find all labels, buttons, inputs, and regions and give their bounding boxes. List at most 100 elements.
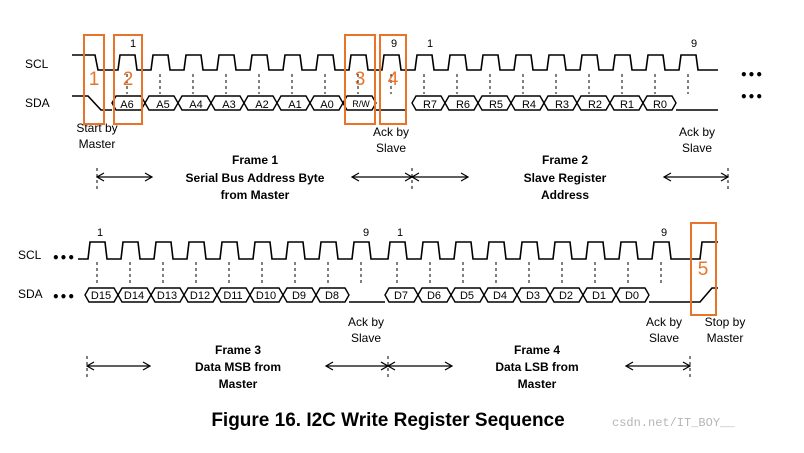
- bit-d7: D7: [394, 290, 408, 302]
- bit-r1: R1: [620, 99, 634, 111]
- frame-span-arrowhead: [142, 361, 152, 371]
- watermark: csdn.net/IT_BOY__: [612, 416, 735, 430]
- scl-leading-dots: •••: [52, 251, 75, 265]
- frame-span-arrowhead: [720, 172, 730, 182]
- start-annotation-line2: Master: [79, 137, 116, 151]
- marker-box-5: [690, 222, 717, 316]
- sda-waveform-row2: [84, 287, 718, 303]
- bit-d10: D10: [256, 290, 276, 302]
- sda-waveform-row1: [72, 95, 718, 111]
- bit-d13: D13: [157, 290, 177, 302]
- sda-leading-dots: •••: [52, 290, 75, 304]
- frame4-title: Frame 4: [514, 343, 560, 357]
- marker-number-5: 5: [698, 259, 709, 280]
- frame-span-arrowhead: [350, 172, 360, 182]
- frame-span-arrowhead: [624, 361, 634, 371]
- bit-r5: R5: [489, 99, 503, 111]
- scl-continuation-dots: •••: [740, 68, 763, 82]
- frame2-title: Frame 2: [542, 153, 588, 167]
- sda-label-row2: SDA: [18, 287, 43, 301]
- scl-waveform-row2: [78, 241, 718, 260]
- frame2-desc-line2: Address: [541, 188, 589, 202]
- sda-bit-cell: [642, 95, 677, 111]
- bit-d4: D4: [493, 290, 507, 302]
- msb-data-bits: D15 D14 D13 D12 D11 D10 D9 D8: [91, 290, 339, 302]
- clock-number-1: 1: [97, 227, 103, 239]
- bit-a6: A6: [120, 99, 133, 111]
- sda-start-trace: [72, 95, 112, 111]
- figure-caption: Figure 16. I2C Write Register Sequence: [211, 410, 564, 431]
- bit-a0: A0: [320, 99, 333, 111]
- lsb-data-bits: D7 D6 D5 D4 D3 D2 D1 D0: [394, 290, 639, 302]
- bit-a1: A1: [288, 99, 301, 111]
- bit-a2: A2: [255, 99, 268, 111]
- clock-number-9: 9: [391, 38, 397, 50]
- sda-bit-cell: [615, 287, 650, 303]
- ack-annotation-line1: Ack by: [373, 125, 409, 139]
- scl-waveform-row1: [72, 54, 718, 71]
- ack-annotation-line1: Ack by: [679, 125, 715, 139]
- clock-number-9: 9: [691, 38, 697, 50]
- scl-label-row2: SCL: [18, 248, 42, 262]
- bit-a3: A3: [222, 99, 235, 111]
- bit-r7: R7: [423, 99, 437, 111]
- frame4-desc-line1: Data LSB from: [495, 360, 578, 374]
- marker-box-2: [113, 34, 143, 125]
- address-bits: A6 A5 A4 A3 A2 A1 A0 R/W: [120, 99, 370, 111]
- marker-box-4: [379, 34, 407, 125]
- scl-trace: [72, 54, 718, 71]
- sda-bit-cell: [315, 287, 350, 303]
- frame-span-arrowhead: [85, 361, 95, 371]
- ack-annotation-line2: Slave: [682, 141, 712, 155]
- bit-d6: D6: [427, 290, 441, 302]
- marker-box-1: [83, 34, 105, 125]
- bit-rw: R/W: [352, 99, 370, 109]
- clock-guide-lines-row2: [96, 262, 662, 286]
- ack-annotation-line2: Slave: [351, 331, 381, 345]
- stop-annotation-line2: Master: [707, 331, 744, 345]
- bit-d15: D15: [91, 290, 111, 302]
- frame3-desc-line2: Master: [219, 377, 258, 391]
- frame-span-arrowhead: [662, 172, 672, 182]
- clock-number-1: 1: [130, 38, 136, 50]
- clock-number-9: 9: [661, 227, 667, 239]
- frame2-desc-line1: Slave Register: [524, 171, 607, 185]
- stop-annotation-line1: Stop by: [705, 315, 746, 329]
- frame3-title: Frame 3: [215, 343, 261, 357]
- clock-number-1: 1: [397, 227, 403, 239]
- frame-span-arrows-row1: [95, 168, 730, 190]
- bit-d5: D5: [460, 290, 474, 302]
- frame-span-arrowhead: [95, 172, 105, 182]
- bit-d9: D9: [292, 290, 306, 302]
- bit-d0: D0: [625, 290, 639, 302]
- clock-number-1: 1: [427, 38, 433, 50]
- clock-guide-lines-row1: [126, 74, 689, 94]
- ack-annotation-line1: Ack by: [646, 315, 682, 329]
- bit-a5: A5: [156, 99, 169, 111]
- scl-trace: [78, 241, 718, 260]
- bit-a4: A4: [189, 99, 202, 111]
- sda-stop-trace: [649, 287, 718, 303]
- marker-number-4: 4: [388, 69, 399, 90]
- frame-span-arrowhead: [410, 172, 420, 182]
- frame-span-arrowhead: [144, 172, 154, 182]
- frame4-desc-line2: Master: [518, 377, 557, 391]
- bit-d11: D11: [223, 290, 242, 302]
- frame1-desc-line2: from Master: [221, 188, 290, 202]
- marker-box-3: [344, 34, 376, 125]
- marker-number-1: 1: [89, 69, 100, 90]
- frame-span-arrowhead: [682, 361, 692, 371]
- marker-number-2: 2: [123, 69, 134, 90]
- bit-d14: D14: [124, 290, 144, 302]
- bit-r6: R6: [456, 99, 470, 111]
- bit-r4: R4: [522, 99, 536, 111]
- clock-number-9: 9: [363, 227, 369, 239]
- bit-r3: R3: [555, 99, 569, 111]
- frame-span-arrows-row2: [85, 356, 692, 380]
- frame1-desc-line1: Serial Bus Address Byte: [186, 171, 325, 185]
- ack-annotation-line2: Slave: [376, 141, 406, 155]
- bit-d1: D1: [592, 290, 606, 302]
- bit-d12: D12: [190, 290, 210, 302]
- frame-span-arrowhead: [444, 361, 454, 371]
